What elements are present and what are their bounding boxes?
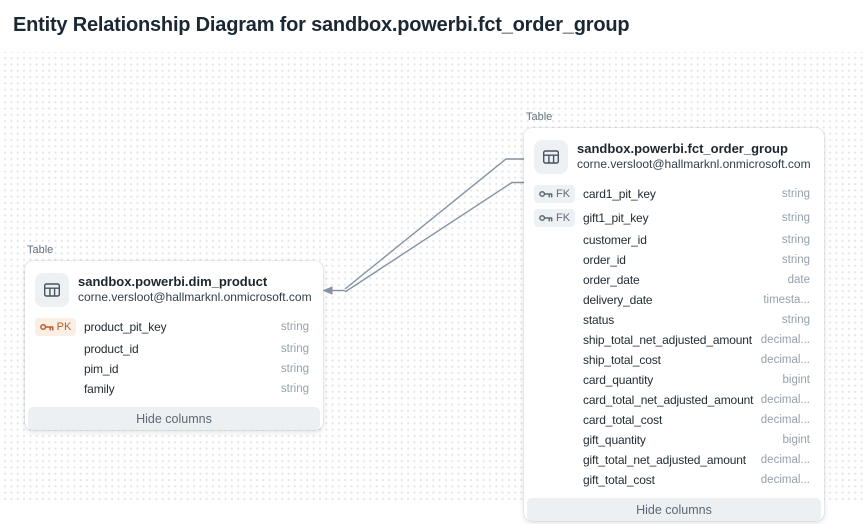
fk-badge: FK: [534, 209, 575, 227]
column-row-order_id: order_id string: [524, 250, 824, 270]
column-name: product_id: [84, 342, 139, 356]
hide-columns-button[interactable]: Hide columns: [527, 498, 821, 521]
column-row-order_date: order_date date: [524, 270, 824, 290]
column-name: status: [583, 313, 615, 327]
column-type: decimal...: [760, 394, 810, 406]
column-type: string: [781, 234, 810, 246]
column-row-delivery_date: delivery_date timesta...: [524, 290, 824, 310]
table-type-label: Table: [526, 111, 553, 123]
key-badge-label: PK: [56, 321, 72, 333]
column-name: family: [84, 382, 115, 396]
column-type: string: [781, 188, 810, 200]
column-type: decimal...: [760, 454, 810, 466]
table-header-text: sandbox.powerbi.dim_product corne.verslo…: [78, 273, 312, 307]
column-type: decimal...: [760, 414, 810, 426]
column-row-family: family string: [25, 379, 323, 399]
erd-page: { "page": { "title": "Entity Relationshi…: [0, 14, 866, 521]
table-card-fct-order-group[interactable]: sandbox.powerbi.fct_order_group corne.ve…: [524, 128, 824, 521]
column-type: string: [781, 254, 810, 266]
column-row-status: status string: [524, 310, 824, 330]
column-row-card_quantity: card_quantity bigint: [524, 370, 824, 390]
hide-columns-button[interactable]: Hide columns: [28, 407, 320, 430]
page-title: Entity Relationship Diagram for sandbox.…: [13, 14, 630, 36]
column-type: decimal...: [760, 474, 810, 486]
key-badge-label: FK: [555, 212, 571, 224]
column-row-ship_total_net_adjusted_amount: ship_total_net_adjusted_amount decimal...: [524, 330, 824, 350]
column-type: date: [787, 274, 810, 286]
table-node-dim-product: Table sandbox.powerbi.dim_product corne.…: [25, 244, 323, 433]
column-type: decimal...: [760, 354, 810, 366]
column-type: string: [280, 363, 309, 375]
table-card-header: sandbox.powerbi.dim_product corne.verslo…: [25, 261, 323, 315]
column-row-ship_total_cost: ship_total_cost decimal...: [524, 350, 824, 370]
column-row-card1_pit_key: FK card1_pit_key string: [524, 182, 824, 206]
table-card-dim-product[interactable]: sandbox.powerbi.dim_product corne.verslo…: [25, 261, 323, 430]
fk-badge: FK: [534, 185, 575, 203]
key-icon: [39, 323, 54, 331]
table-owner: corne.versloot@hallmarknl.onmicrosoft.co…: [577, 157, 811, 171]
column-type: string: [781, 212, 810, 224]
table-node-fct-order-group: Table sandbox.powerbi.fct_order_group co…: [524, 111, 824, 524]
edge-arrowhead: [322, 286, 333, 295]
table-type-label: Table: [27, 244, 54, 256]
column-name: pim_id: [84, 362, 119, 376]
table-header-text: sandbox.powerbi.fct_order_group corne.ve…: [577, 140, 811, 174]
column-type: string: [280, 321, 309, 333]
column-name: card_quantity: [583, 373, 654, 387]
column-type: string: [280, 343, 309, 355]
column-name: gift_total_cost: [583, 473, 655, 487]
column-row-product_pit_key: PK product_pit_key string: [25, 315, 323, 339]
column-type: timesta...: [763, 294, 810, 306]
column-row-gift_total_cost: gift_total_cost decimal...: [524, 470, 824, 490]
table-name: sandbox.powerbi.dim_product: [78, 274, 268, 289]
table-name: sandbox.powerbi.fct_order_group: [577, 141, 788, 156]
column-name: gift_quantity: [583, 433, 646, 447]
table-icon: [534, 140, 568, 174]
pk-badge: PK: [35, 318, 76, 336]
column-type: string: [781, 314, 810, 326]
column-name: ship_total_cost: [583, 353, 661, 367]
table-icon: [35, 273, 69, 307]
column-row-product_id: product_id string: [25, 339, 323, 359]
column-row-pim_id: pim_id string: [25, 359, 323, 379]
column-type: bigint: [782, 374, 811, 386]
column-name: product_pit_key: [84, 320, 167, 334]
column-name: delivery_date: [583, 293, 653, 307]
column-name: card_total_net_adjusted_amount: [583, 393, 754, 407]
column-name: card1_pit_key: [583, 187, 656, 201]
table-card-header: sandbox.powerbi.fct_order_group corne.ve…: [524, 128, 824, 182]
column-name: gift_total_net_adjusted_amount: [583, 453, 746, 467]
column-type: bigint: [782, 434, 811, 446]
column-name: customer_id: [583, 233, 647, 247]
column-row-card_total_net_adjusted_amount: card_total_net_adjusted_amount decimal...: [524, 390, 824, 410]
key-icon: [539, 214, 553, 222]
edge-card1-pit-key: [344, 158, 525, 290]
column-name: ship_total_net_adjusted_amount: [583, 333, 752, 347]
column-name: order_id: [583, 253, 626, 267]
column-row-gift_total_net_adjusted_amount: gift_total_net_adjusted_amount decimal...: [524, 450, 824, 470]
column-row-card_total_cost: card_total_cost decimal...: [524, 410, 824, 430]
column-type: string: [280, 383, 309, 395]
column-name: card_total_cost: [583, 413, 663, 427]
key-icon: [539, 190, 553, 198]
table-owner: corne.versloot@hallmarknl.onmicrosoft.co…: [78, 290, 312, 304]
column-row-customer_id: customer_id string: [524, 230, 824, 250]
key-badge-label: FK: [555, 188, 571, 200]
edge-gift1-pit-key: [344, 181, 525, 293]
column-row-gift1_pit_key: FK gift1_pit_key string: [524, 206, 824, 230]
column-type: decimal...: [760, 334, 810, 346]
diagram-canvas[interactable]: Table sandbox.powerbi.dim_product corne.…: [0, 52, 866, 521]
column-row-gift_quantity: gift_quantity bigint: [524, 430, 824, 450]
column-name: order_date: [583, 273, 640, 287]
column-name: gift1_pit_key: [583, 211, 649, 225]
